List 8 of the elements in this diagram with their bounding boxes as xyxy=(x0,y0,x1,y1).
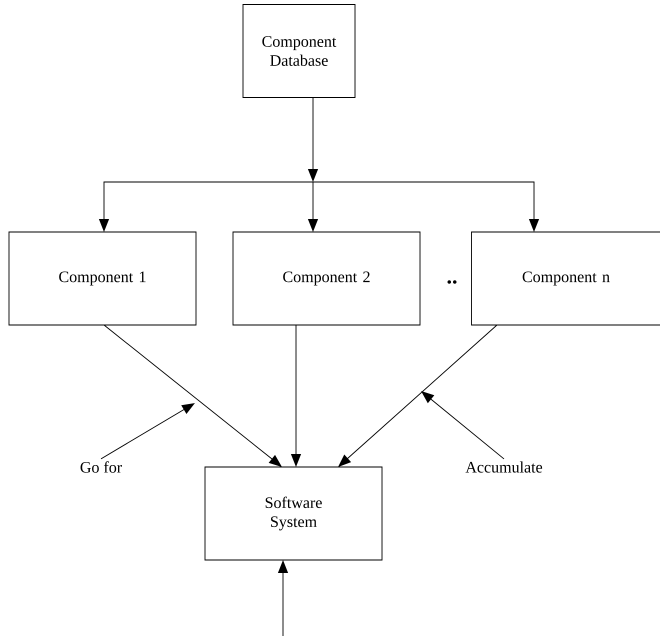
ellipsis-dots: .. xyxy=(447,280,457,284)
component-box: Component 2 xyxy=(232,232,420,326)
component-box: Component n xyxy=(471,232,660,326)
database-box: Component Database xyxy=(242,4,356,98)
arrow-label: Go for xyxy=(80,461,122,473)
system-box: Software System xyxy=(204,466,382,560)
arrow-label: Accumulate xyxy=(466,461,542,473)
component-box: Component 1 xyxy=(8,232,196,326)
